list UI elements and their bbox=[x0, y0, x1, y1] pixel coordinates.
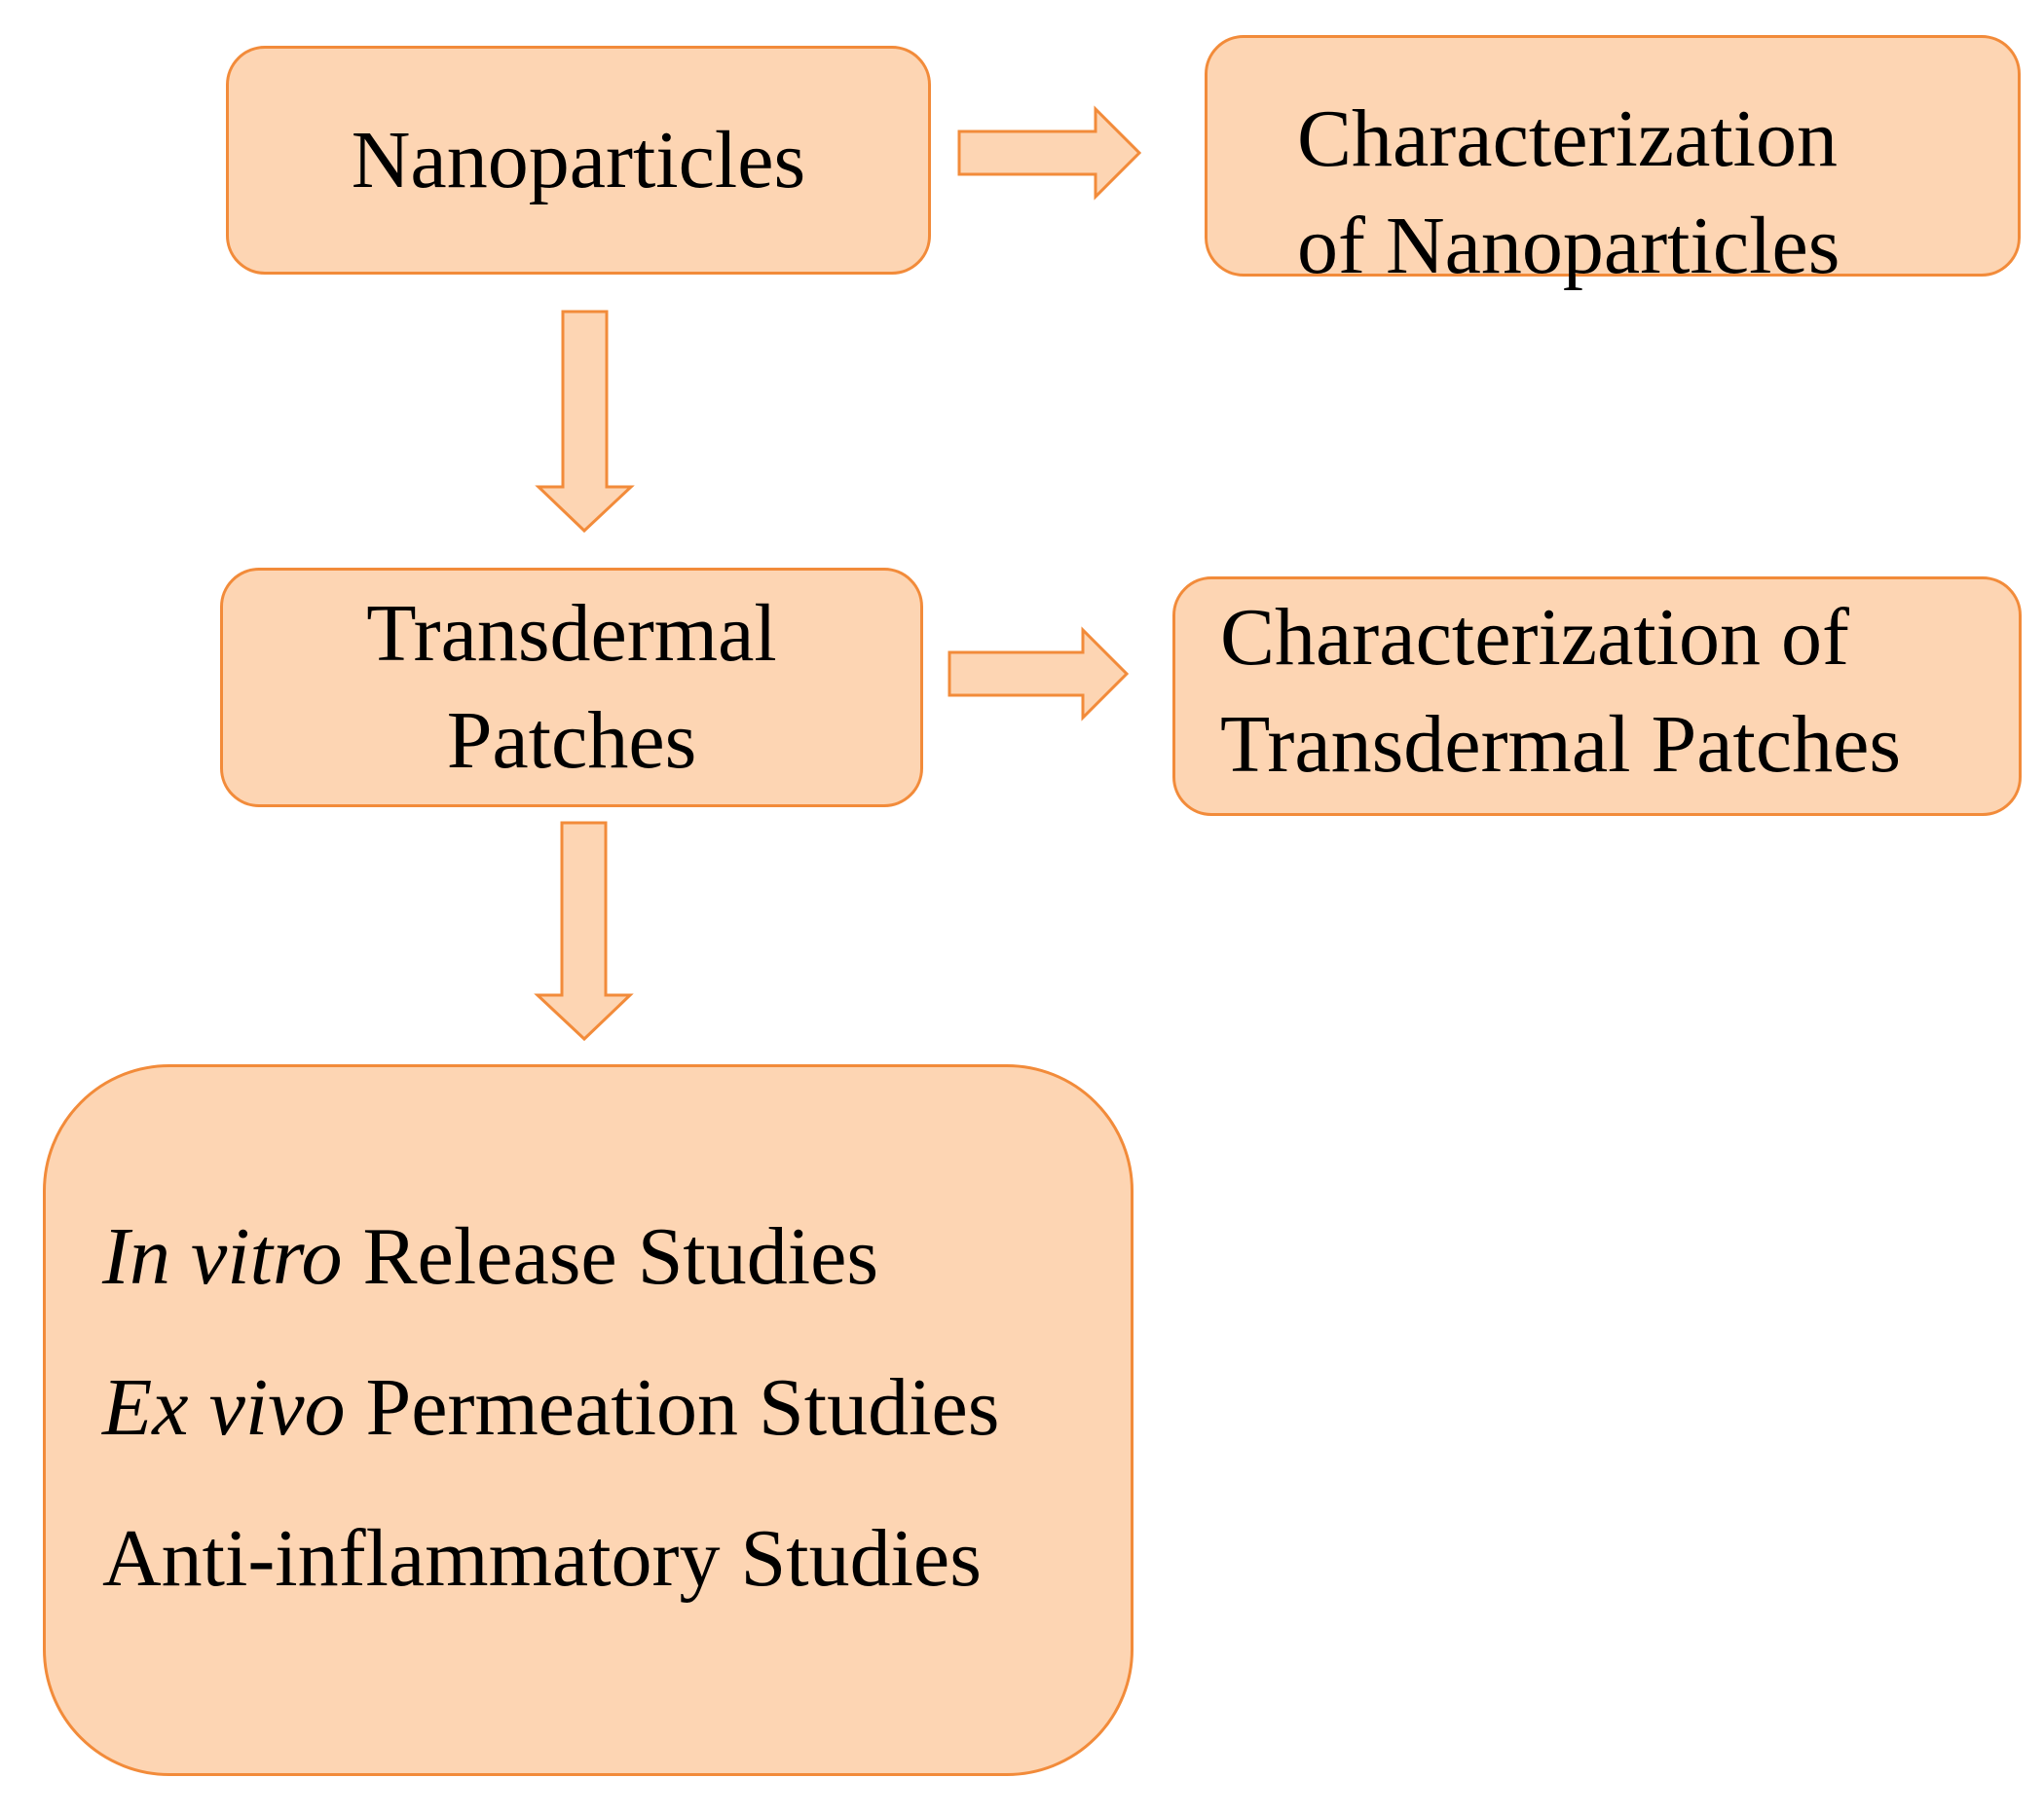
studies-box: In vitro Release Studies Ex vivo Permeat… bbox=[43, 1064, 1133, 1776]
transdermal-patches-label: Transdermal Patches bbox=[366, 580, 777, 795]
characterization-nanoparticles-line1: Characterization bbox=[1297, 93, 1839, 184]
arrow-right-2 bbox=[948, 626, 1130, 722]
study-ex-vivo-italic: Ex vivo bbox=[102, 1362, 346, 1453]
study-anti-inflammatory: Anti-inflammatory Studies bbox=[102, 1505, 999, 1656]
study-in-vitro-italic: In vitro bbox=[102, 1211, 343, 1302]
characterization-patches-box: Characterization of Transdermal Patches bbox=[1172, 576, 2022, 816]
characterization-patches-label: Characterization of Transdermal Patches bbox=[1220, 584, 1901, 798]
study-ex-vivo: Ex vivo Permeation Studies bbox=[102, 1354, 999, 1505]
arrow-down-2 bbox=[534, 821, 634, 1042]
study-in-vitro: In vitro Release Studies bbox=[102, 1204, 999, 1354]
characterization-nanoparticles-box: Characterization of Nanoparticles bbox=[1205, 35, 2021, 291]
transdermal-patches-line1: Transdermal bbox=[366, 588, 777, 679]
characterization-patches-line1: Characterization of bbox=[1220, 592, 1849, 683]
arrow-right-1 bbox=[957, 105, 1142, 201]
study-in-vitro-text: Release Studies bbox=[342, 1211, 879, 1302]
arrow-down-1 bbox=[535, 310, 635, 534]
studies-list: In vitro Release Studies Ex vivo Permeat… bbox=[102, 1204, 999, 1656]
study-anti-inflammatory-text: Anti-inflammatory Studies bbox=[102, 1513, 982, 1604]
nanoparticles-box: Nanoparticles bbox=[226, 46, 931, 275]
characterization-nanoparticles-label: Characterization of Nanoparticles bbox=[1297, 86, 1840, 300]
nanoparticles-label: Nanoparticles bbox=[351, 114, 806, 205]
transdermal-patches-box: Transdermal Patches bbox=[220, 568, 923, 807]
study-ex-vivo-text: Permeation Studies bbox=[345, 1362, 1000, 1453]
transdermal-patches-line2: Patches bbox=[446, 695, 697, 786]
characterization-nanoparticles-line2: of Nanoparticles bbox=[1297, 201, 1840, 291]
characterization-patches-line2: Transdermal Patches bbox=[1220, 699, 1902, 790]
